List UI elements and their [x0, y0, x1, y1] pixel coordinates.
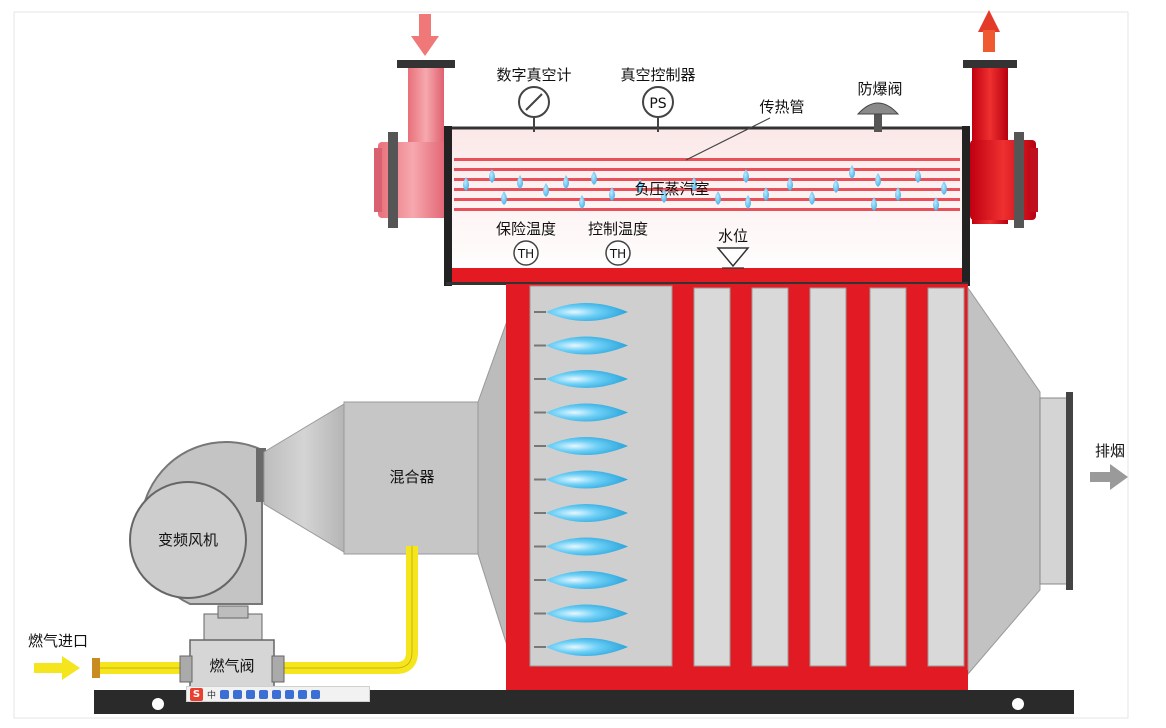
red-heat-fins [693, 287, 965, 667]
heat-pipe [454, 158, 960, 161]
steam-chamber-label: 负压蒸汽室 [634, 180, 709, 198]
explosion-valve-label: 防爆阀 [857, 80, 902, 98]
toolbar-punct-icon[interactable] [220, 689, 230, 699]
droplet-icon [463, 177, 469, 191]
water-tube [693, 287, 731, 667]
sogou-logo-icon[interactable]: S [190, 687, 203, 701]
exhaust-arrow-icon [1090, 464, 1128, 490]
droplet-icon [637, 179, 643, 193]
safety-temp-label: 保险温度 [496, 220, 556, 238]
flame-icon [546, 571, 628, 589]
heat-pipe [454, 208, 960, 211]
toolbar-voice-icon[interactable] [246, 689, 256, 699]
droplet-icon [517, 175, 523, 189]
control-temp-label: 控制温度 [588, 220, 648, 238]
exhaust-label: 排烟 [1095, 442, 1125, 460]
flame-icon [546, 437, 628, 455]
inlet-arrow-icon [411, 14, 439, 56]
heat-pipe [454, 198, 960, 201]
flame-icon [546, 638, 628, 656]
heat-pipe-leader [685, 117, 771, 161]
toolbar-emoji-icon[interactable] [233, 689, 243, 699]
water-tube [751, 287, 789, 667]
flame-icon [546, 470, 628, 489]
droplet-icon [743, 169, 749, 183]
th-symbol-1: TH [517, 247, 534, 261]
heat-pipe [454, 168, 960, 171]
vacuum-controller-label: 真空控制器 [620, 66, 695, 84]
water-tube [869, 287, 907, 667]
toolbar-skin-icon[interactable] [272, 689, 282, 699]
flame-icon [546, 303, 628, 321]
steam-chamber [444, 126, 970, 286]
water-tube [927, 287, 965, 667]
droplet-icon [763, 187, 769, 201]
toolbar-menu-icon[interactable] [311, 689, 321, 699]
safety-temp-sensor-icon: TH [513, 240, 539, 266]
heat-pipe [454, 188, 960, 191]
gas-valve-label: 燃气阀 [209, 657, 254, 675]
vacuum-controller-icon: PS [642, 86, 674, 132]
explosion-valve-icon [856, 102, 900, 132]
droplet-icon [501, 191, 507, 205]
droplet-icon [745, 195, 751, 209]
gas-valve-icon [179, 605, 285, 689]
droplet-icon [915, 169, 921, 183]
steam-droplets [463, 165, 947, 211]
droplet-icon [895, 187, 901, 201]
droplet-icon [715, 191, 721, 205]
flame-icon [546, 537, 628, 556]
flame-icon [546, 336, 628, 355]
droplet-icon [609, 187, 615, 201]
flame-icon [546, 403, 628, 422]
fan-label: 变频风机 [158, 531, 218, 549]
gas-pipe [92, 546, 418, 678]
droplet-icon [579, 195, 585, 209]
vacuum-gauge-icon [518, 86, 550, 132]
droplet-icon [489, 169, 495, 183]
flame-icon [546, 604, 628, 623]
droplet-icon [833, 179, 839, 193]
burner-flames [534, 303, 628, 656]
vacuum-gauge-label: 数字真空计 [496, 66, 571, 84]
floating-toolbar[interactable]: S 中 [186, 686, 370, 702]
toolbar-lang[interactable]: 中 [207, 690, 217, 701]
control-temp-sensor-icon: TH [605, 240, 631, 266]
toolbar-user-icon[interactable] [285, 689, 295, 699]
outlet-arrow-icon [978, 10, 1000, 52]
droplet-icon [849, 165, 855, 179]
droplet-icon [563, 175, 569, 189]
droplet-icon [591, 171, 597, 185]
flame-icon [546, 504, 628, 522]
water-level-icon [716, 247, 750, 269]
heat-transfer-pipes [454, 158, 960, 211]
heat-pipe [454, 178, 960, 181]
th-symbol-2: TH [609, 247, 626, 261]
water-tube [809, 287, 847, 667]
droplet-icon [941, 181, 947, 195]
droplet-icon [691, 177, 697, 191]
toolbar-keyboard-icon[interactable] [259, 689, 269, 699]
water-inlet-pipe [374, 60, 455, 228]
frame-border [13, 11, 1129, 719]
ps-symbol: PS [649, 96, 666, 112]
droplet-icon [809, 191, 815, 205]
heat-pipe-label: 传热管 [759, 98, 804, 116]
droplet-icon [871, 197, 877, 211]
gas-inlet-arrow-icon [34, 656, 80, 680]
droplet-icon [787, 177, 793, 191]
droplet-icon [543, 183, 549, 197]
gas-inlet-label: 燃气进口 [28, 632, 88, 650]
mixer-label: 混合器 [389, 468, 434, 486]
toolbar-tools-icon[interactable] [298, 689, 308, 699]
droplet-icon [661, 189, 667, 203]
exhaust-hood [967, 286, 1073, 676]
steam-outlet-pipe [963, 60, 1038, 228]
water-level-label: 水位 [718, 227, 748, 245]
variable-frequency-fan [129, 441, 266, 605]
flame-icon [546, 370, 628, 388]
droplet-icon [933, 197, 939, 211]
droplet-icon [875, 173, 881, 187]
